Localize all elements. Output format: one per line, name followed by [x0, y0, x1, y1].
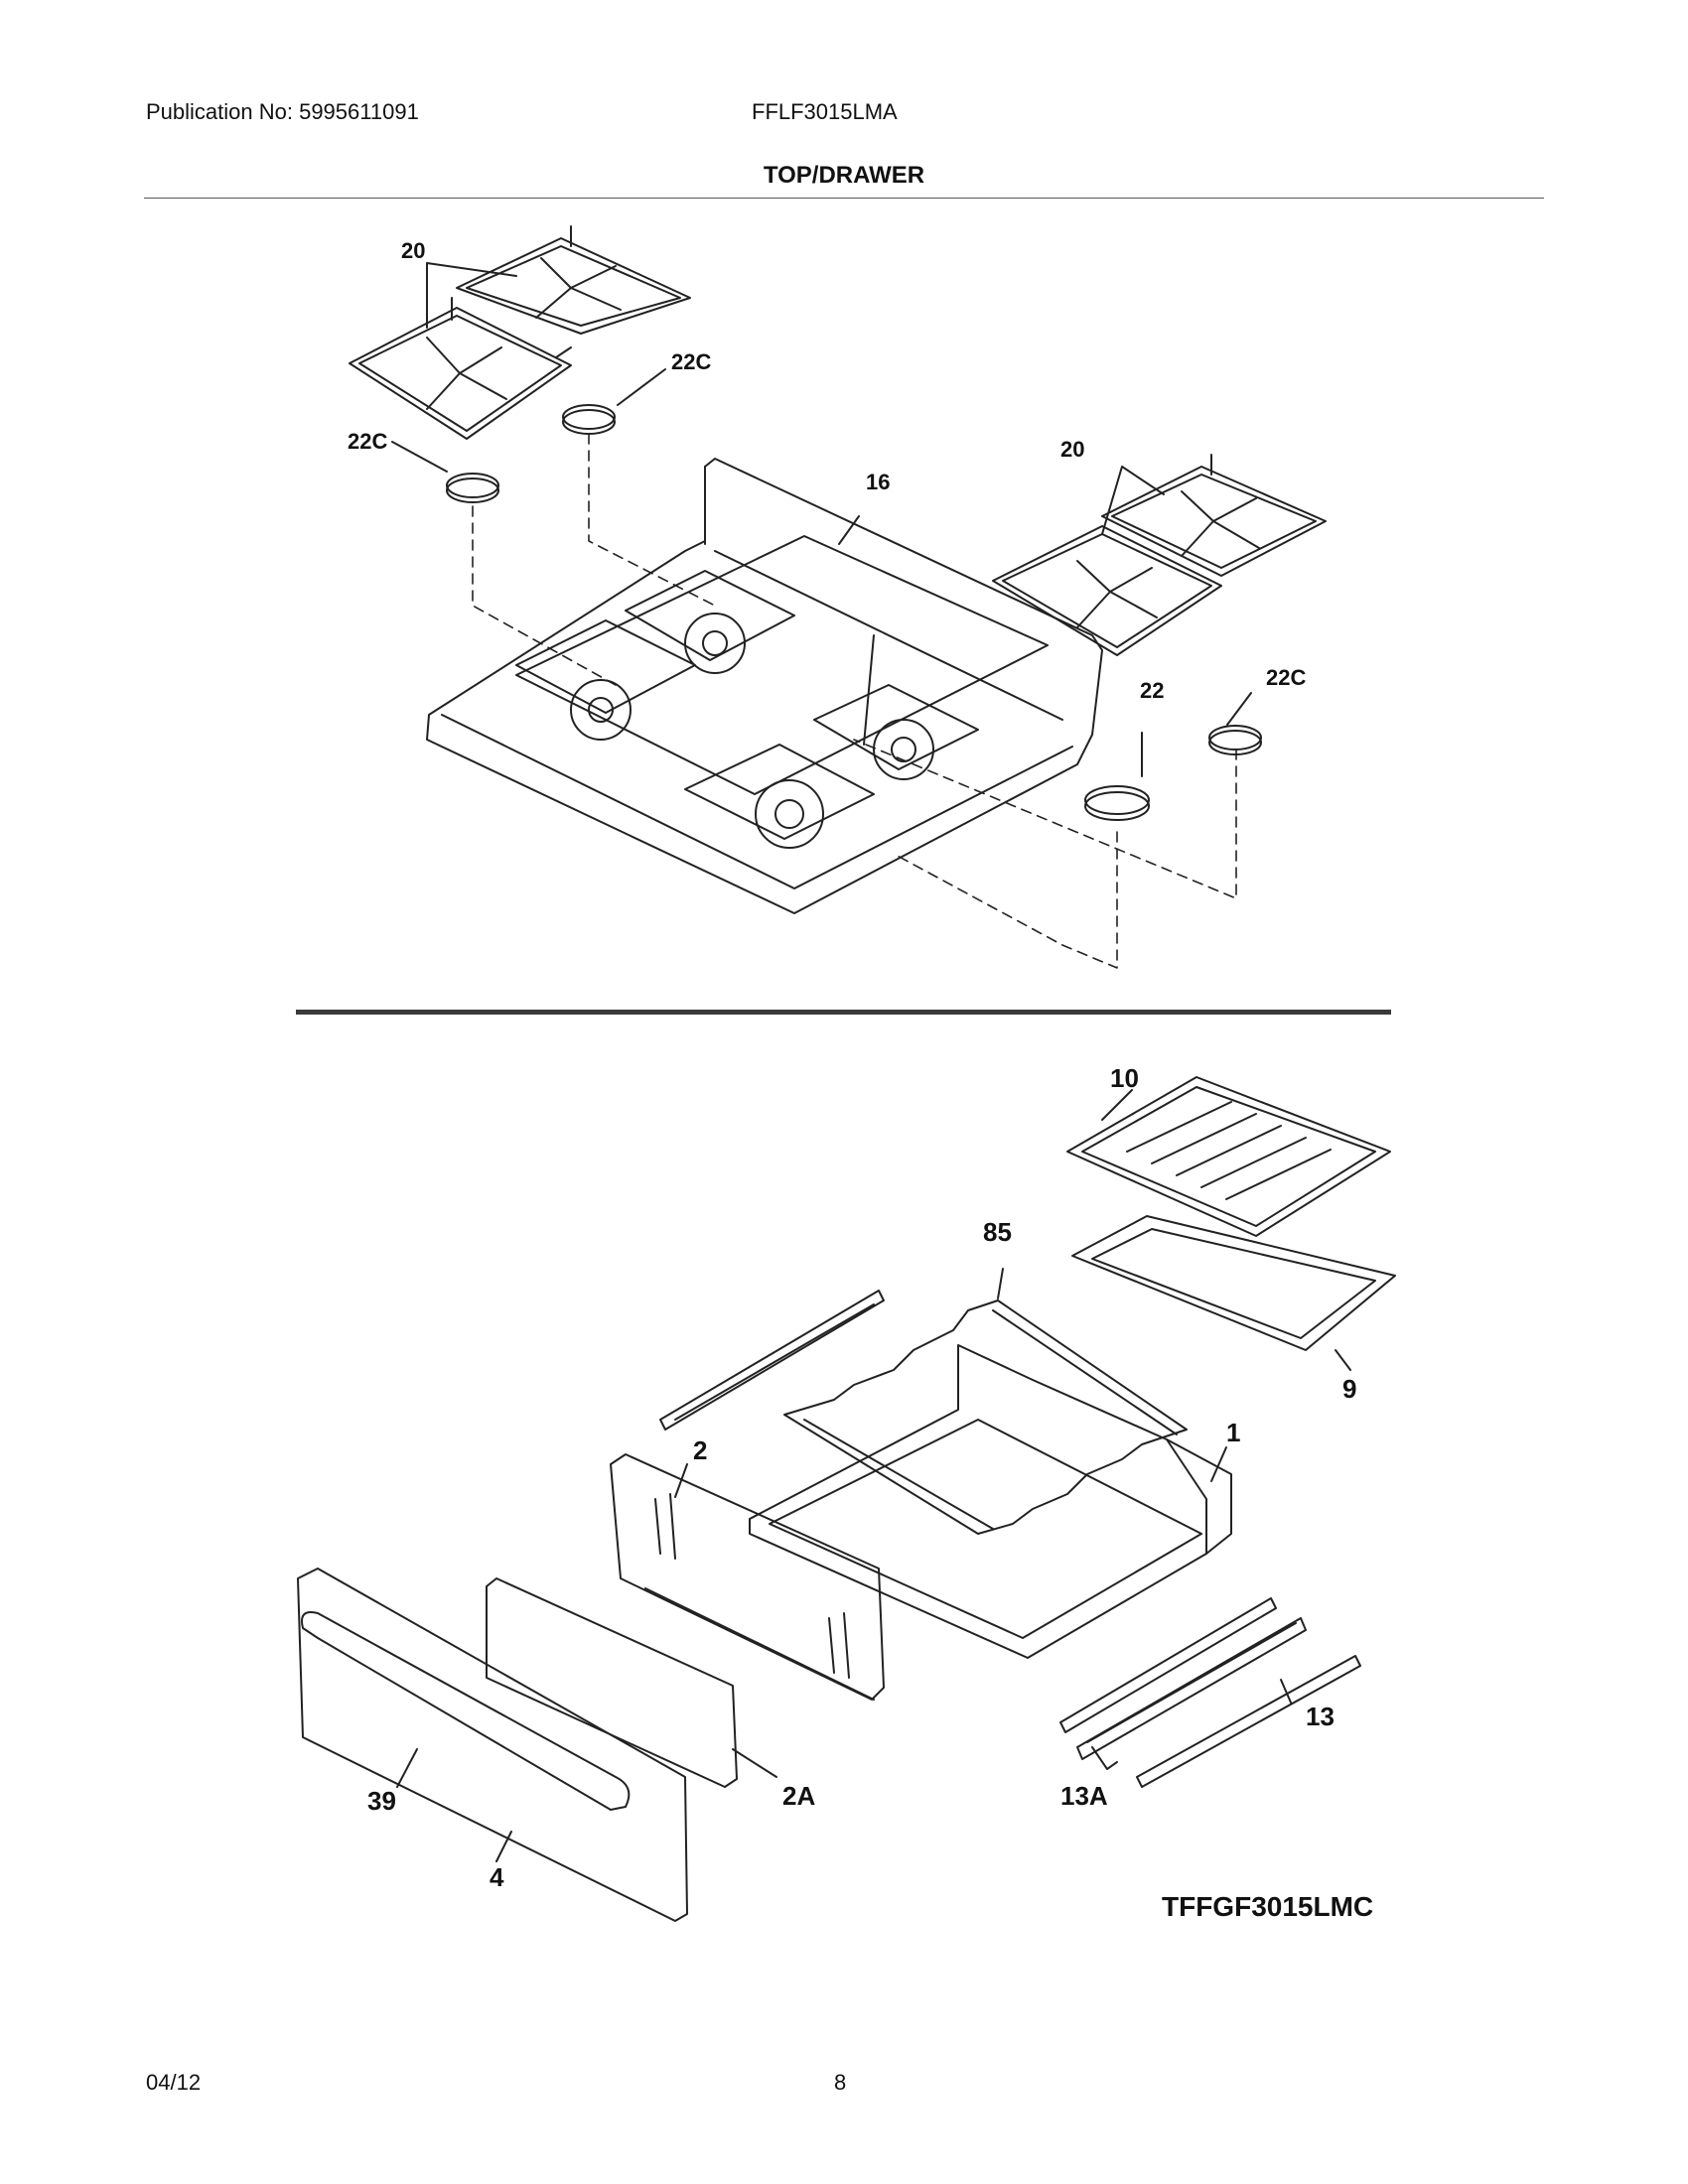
callout-grates-left: 20 [401, 238, 425, 263]
section-title: TOP/DRAWER [763, 162, 925, 189]
model-number: FFLF3015LMA [752, 99, 898, 124]
cooktop-main-top [426, 458, 1103, 914]
drawer-left-rail [659, 1290, 885, 1431]
figure-code: TFFGF3015LMC [1162, 1891, 1374, 1922]
callout-slide-assembly: 13A [1060, 1781, 1108, 1811]
publication-number: Publication No: 5995611091 [146, 99, 419, 124]
drawer-front-panel [297, 1568, 688, 1922]
drawer-right-rail [1059, 1597, 1361, 1788]
callout-broiler-pan: 9 [1342, 1374, 1356, 1404]
callout-slide: 13 [1306, 1702, 1335, 1731]
callout-drawer-insert: 2A [782, 1781, 815, 1811]
footer-date: 04/12 [146, 2070, 202, 2095]
drawer-handle [301, 1611, 631, 1811]
callout-cap-right-front: 22 [1140, 678, 1164, 703]
callout-cap-left-front: 22C [348, 429, 387, 454]
burner-grate-left-back [456, 225, 691, 335]
section-separator [296, 1010, 1391, 1015]
burner-cap-right-rear [1208, 730, 1262, 755]
callout-drawer-back: 2 [693, 1435, 707, 1465]
callout-drawer-front: 4 [490, 1862, 504, 1892]
page-number: 8 [834, 2070, 847, 2095]
drawer-body [749, 1344, 1232, 1659]
callout-drawer-body: 1 [1226, 1418, 1240, 1447]
callout-handle: 39 [367, 1786, 396, 1816]
burner-grate-left-front [349, 297, 572, 440]
callout-cap-right-rear: 22C [1266, 665, 1306, 690]
header-rule [144, 198, 1544, 199]
broiler-rack [783, 1299, 1188, 1535]
burner-cap-left-front [446, 478, 499, 503]
burner-grate-right-back [1101, 454, 1327, 577]
broiler-pan [1071, 1215, 1396, 1351]
drawer-back-panel [610, 1453, 885, 1701]
broiler-pan-grid [1066, 1076, 1391, 1237]
burner-cap-left-rear [562, 409, 616, 435]
drawer-insert-panel [486, 1577, 738, 1788]
burner-cap-right-front [1084, 791, 1150, 821]
burner-grate-right-front [992, 525, 1222, 656]
callout-cap-left-rear: 22C [671, 349, 711, 374]
callout-grates-right: 20 [1060, 437, 1084, 462]
callout-broiler-rack: 85 [983, 1217, 1012, 1247]
callout-cooktop: 16 [866, 470, 890, 494]
callout-broiler-grid: 10 [1110, 1063, 1139, 1093]
